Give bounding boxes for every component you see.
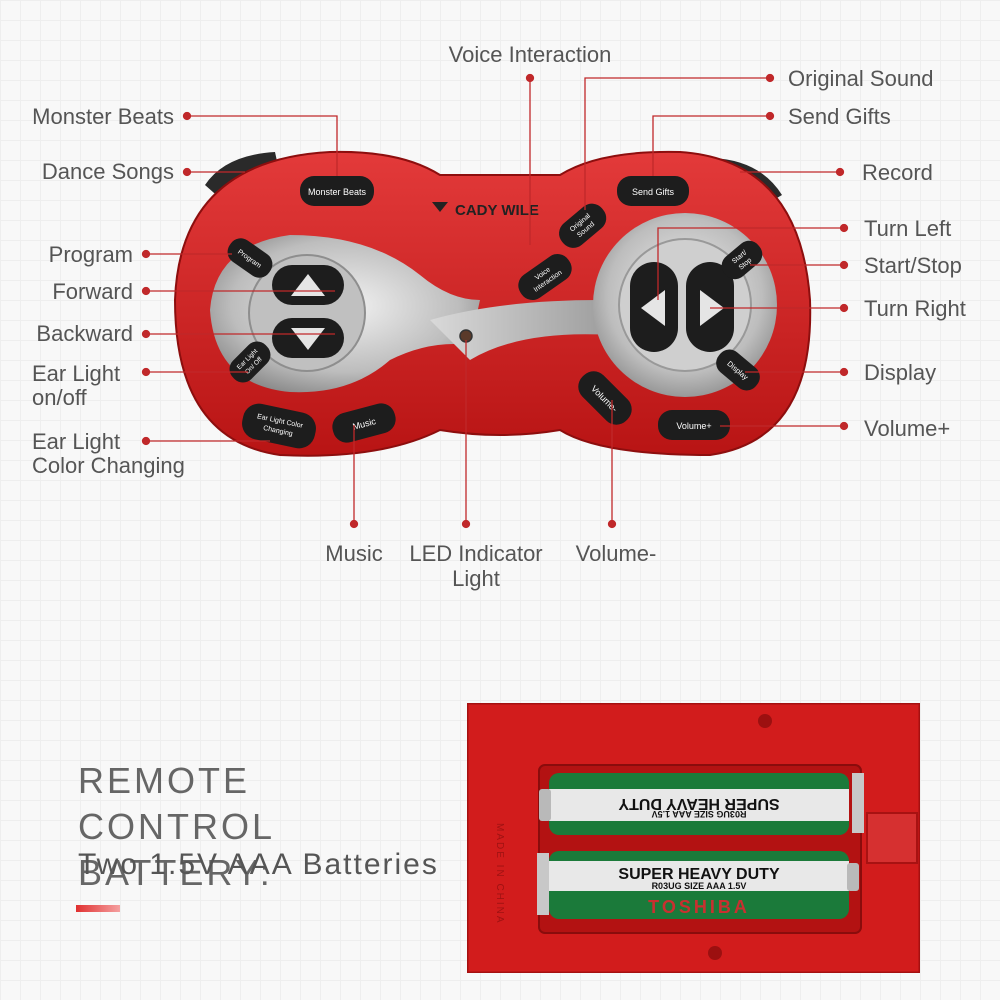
forward-button[interactable]: [272, 265, 344, 305]
label-voice-interaction: Voice Interaction: [448, 42, 612, 67]
label-ear-light-color-line2: Color Changing: [32, 453, 185, 478]
svg-text:Monster Beats: Monster Beats: [308, 187, 367, 197]
label-ear-light-onoff-line2: on/off: [32, 385, 87, 410]
label-led-line2: Light: [452, 566, 500, 591]
svg-text:R03UG SIZE AAA 1.5V: R03UG SIZE AAA 1.5V: [652, 881, 747, 891]
display-button[interactable]: Display: [711, 345, 764, 396]
backward-button[interactable]: [272, 318, 344, 358]
label-music: Music: [325, 541, 383, 566]
turn-left-button[interactable]: [630, 262, 678, 352]
label-led-line1: LED Indicator: [409, 541, 543, 566]
svg-text:Volume+: Volume+: [676, 421, 711, 431]
brand-logo: CADY WILE: [432, 202, 539, 219]
label-ear-light-onoff-line1: Ear Light: [32, 361, 121, 386]
label-volume-minus: Volume-: [575, 541, 657, 566]
svg-text:CADY WILE: CADY WILE: [455, 202, 539, 219]
music-button[interactable]: Music: [329, 400, 399, 446]
bottom-battery: SUPER HEAVY DUTY R03UG SIZE AAA 1.5V TOS…: [549, 851, 859, 919]
battery-heading-line2: BATTERY:: [78, 852, 273, 893]
battery-heading-line1: REMOTE CONTROL: [78, 760, 276, 847]
top-battery: SUPER HEAVY DUTY R03UG SIZE AAA 1.5V: [539, 773, 849, 835]
label-backward: Backward: [36, 321, 133, 346]
label-send-gifts: Send Gifts: [788, 104, 891, 129]
label-monster-beats: Monster Beats: [32, 104, 174, 129]
leader-lines: [141, 73, 849, 529]
label-ear-light-color-line1: Ear Light: [32, 429, 121, 454]
volume-plus-button[interactable]: Volume+: [658, 410, 730, 440]
original-sound-button[interactable]: Original Sound: [554, 198, 612, 253]
label-volume-plus: Volume+: [864, 416, 951, 441]
program-button[interactable]: Program: [223, 234, 277, 283]
label-forward: Forward: [52, 279, 133, 304]
battery-heading: REMOTE CONTROL BATTERY:: [78, 758, 458, 896]
label-turn-left: Turn Left: [864, 216, 952, 241]
accent-bar: [76, 905, 120, 912]
label-turn-right: Turn Right: [864, 296, 966, 321]
svg-text:Send Gifts: Send Gifts: [632, 187, 675, 197]
start-stop-button[interactable]: Start/ Stop: [717, 236, 767, 284]
send-gifts-button[interactable]: Send Gifts: [617, 176, 689, 206]
case-text: MADE IN CHINA: [494, 823, 505, 925]
label-dance-songs: Dance Songs: [41, 159, 174, 184]
ear-light-color-button[interactable]: Ear Light Color Changing: [239, 401, 319, 452]
label-original-sound: Original Sound: [788, 66, 934, 91]
svg-text:TOSHIBA: TOSHIBA: [648, 897, 750, 917]
battery-subtitle: Two 1.5V AAA Batteries: [78, 848, 439, 881]
label-record: Record: [862, 160, 933, 185]
svg-text:SUPER HEAVY DUTY: SUPER HEAVY DUTY: [618, 866, 780, 883]
label-program: Program: [48, 242, 133, 267]
svg-text:SUPER HEAVY DUTY: SUPER HEAVY DUTY: [618, 795, 780, 812]
battery-compartment-photo: MADE IN CHINA SUPER HEAVY DUTY R03UG SIZ…: [467, 703, 920, 973]
label-start-stop: Start/Stop: [864, 253, 962, 278]
remote-control-illustration: Monster Beats Send Gifts Original Sound …: [141, 73, 849, 529]
svg-text:R03UG SIZE AAA 1.5V: R03UG SIZE AAA 1.5V: [652, 809, 747, 819]
center-arm: [430, 300, 610, 360]
monster-beats-button[interactable]: Monster Beats: [300, 176, 374, 206]
label-display: Display: [864, 360, 937, 385]
